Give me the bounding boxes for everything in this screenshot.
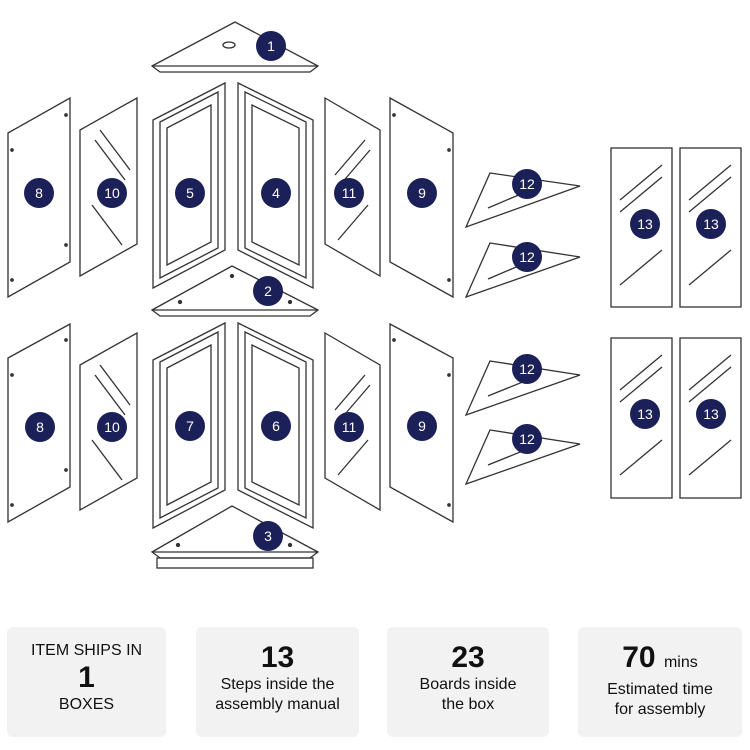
stat-caption-line2: for assembly	[614, 701, 706, 718]
part-badge-13-c: 13	[630, 399, 660, 429]
svg-text:8: 8	[35, 185, 43, 201]
stat-caption-line1: Estimated time	[607, 681, 713, 698]
top-shelf	[150, 21, 320, 73]
middle-shelf	[150, 265, 320, 317]
svg-text:13: 13	[637, 406, 653, 422]
part-badge-13-a: 13	[630, 209, 660, 239]
svg-text:3: 3	[264, 528, 272, 544]
exploded-parts-diagram: 1 2 3 4 5 6 7 8 8 9 9 10 10 11 11 12 12 …	[7, 21, 742, 569]
svg-text:12: 12	[519, 249, 535, 265]
stat-caption: BOXES	[58, 696, 115, 713]
part-badge-7: 7	[175, 411, 205, 441]
svg-text:5: 5	[186, 185, 194, 201]
svg-text:10: 10	[104, 419, 120, 435]
svg-text:2: 2	[264, 283, 272, 299]
part-badge-1: 1	[256, 31, 286, 61]
svg-text:6: 6	[272, 418, 280, 434]
stat-caption-line1: Steps inside the	[220, 676, 335, 693]
svg-text:12: 12	[519, 176, 535, 192]
stat-caption-line2: assembly manual	[215, 696, 340, 713]
glass-pane-4	[679, 337, 742, 499]
part-badge-2: 2	[253, 276, 283, 306]
part-badge-4: 4	[261, 178, 291, 208]
part-badge-9-upper: 9	[407, 178, 437, 208]
part-badge-10-upper: 10	[97, 178, 127, 208]
svg-text:1: 1	[267, 38, 275, 54]
stat-top-label: ITEM SHIPS IN	[30, 642, 143, 659]
part-badge-8-upper: 8	[24, 178, 54, 208]
svg-text:9: 9	[418, 185, 426, 201]
svg-text:12: 12	[519, 431, 535, 447]
stat-unit: mins	[663, 654, 698, 671]
stat-caption-line2: the box	[441, 696, 495, 713]
stat-value: 13	[260, 641, 295, 674]
part-badge-10-lower: 10	[97, 412, 127, 442]
part-badge-13-b: 13	[696, 209, 726, 239]
glass-pane-1	[610, 147, 673, 308]
svg-text:13: 13	[637, 216, 653, 232]
stat-value: 1	[78, 661, 95, 694]
svg-text:9: 9	[418, 418, 426, 434]
svg-text:12: 12	[519, 361, 535, 377]
stat-card-steps: 13 Steps inside the assembly manual	[196, 627, 359, 737]
svg-text:11: 11	[342, 185, 357, 201]
part-badge-12-a: 12	[512, 169, 542, 199]
part-badge-12-b: 12	[512, 242, 542, 272]
svg-text:11: 11	[342, 419, 357, 435]
part-badge-11-lower: 11	[334, 412, 364, 442]
svg-text:8: 8	[36, 419, 44, 435]
svg-text:10: 10	[104, 185, 120, 201]
stat-value: 23	[451, 641, 485, 674]
part-badge-3: 3	[253, 521, 283, 551]
part-badge-12-c: 12	[512, 354, 542, 384]
stat-card-boxes: ITEM SHIPS IN 1 BOXES	[7, 627, 166, 737]
svg-text:4: 4	[272, 185, 280, 201]
svg-text:7: 7	[186, 418, 194, 434]
stat-card-boards: 23 Boards inside the box	[387, 627, 549, 737]
stat-value-row: 70 mins	[578, 641, 742, 680]
stat-value: 70	[622, 641, 656, 674]
part-badge-13-d: 13	[696, 399, 726, 429]
part-badge-6: 6	[261, 411, 291, 441]
svg-text:13: 13	[703, 216, 719, 232]
part-badge-11-upper: 11	[334, 178, 364, 208]
svg-text:13: 13	[703, 406, 719, 422]
part-badge-12-d: 12	[512, 424, 542, 454]
part-badge-9-lower: 9	[407, 411, 437, 441]
stat-card-time: 70 mins Estimated time for assembly	[578, 627, 742, 737]
part-badge-8-lower: 8	[25, 412, 55, 442]
part-badge-5: 5	[175, 178, 205, 208]
stat-caption-line1: Boards inside	[419, 676, 517, 693]
